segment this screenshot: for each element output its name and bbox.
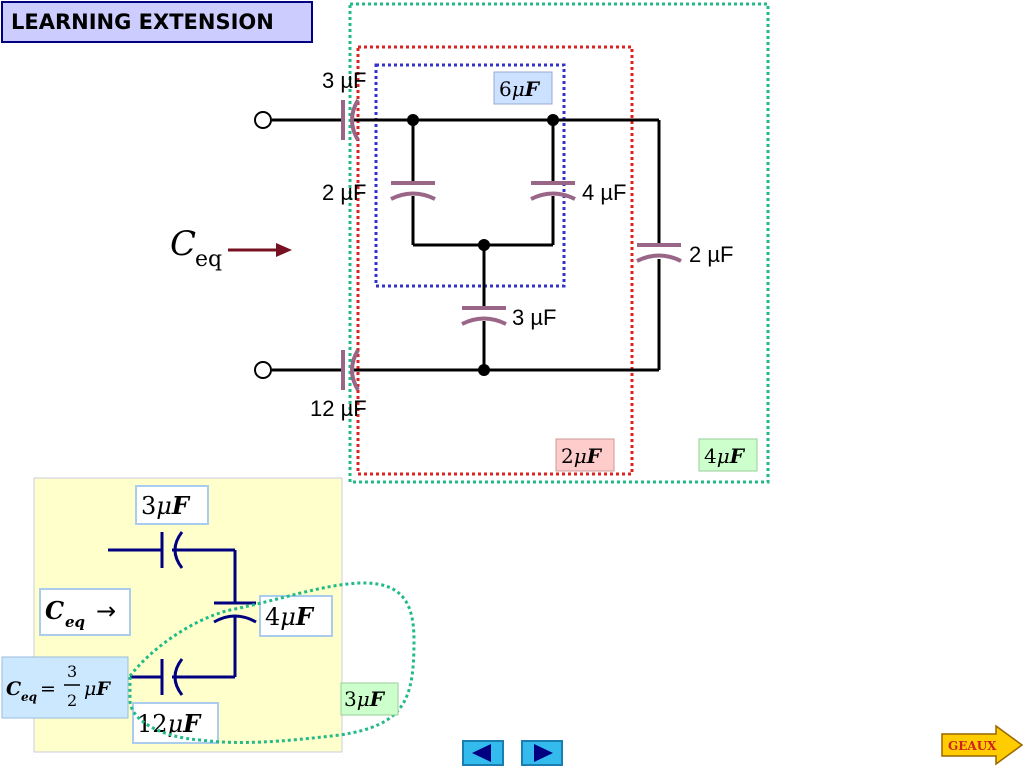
next-slide-button[interactable] xyxy=(521,740,563,766)
red-group-box xyxy=(356,45,634,476)
red-box-value: 2μF xyxy=(555,438,615,472)
ceq-subscript: eq xyxy=(195,247,222,272)
label-2uf-left: 2 µF xyxy=(322,180,366,205)
terminal-top xyxy=(254,111,272,129)
prev-slide-button[interactable] xyxy=(462,740,504,766)
label-3uf-top: 3 µF xyxy=(322,68,366,93)
simplified-cap-3uf-curve xyxy=(173,531,184,569)
green-group-box xyxy=(348,2,770,484)
svg-text:4μF: 4μF xyxy=(265,602,315,631)
triangle-left-icon xyxy=(472,744,491,762)
label-2uf-right: 2 µF xyxy=(689,242,733,267)
svg-text:6μF: 6μF xyxy=(499,77,541,101)
circuit-wires xyxy=(272,118,661,372)
blue-box-value: 6μF xyxy=(493,71,553,105)
label-4uf: 4 µF xyxy=(582,180,626,205)
simplified-cap-4uf-curve xyxy=(213,614,257,624)
series-group-outline xyxy=(128,581,416,744)
svg-text:eq: eq xyxy=(21,690,37,704)
slide-title: LEARNING EXTENSION xyxy=(1,1,313,43)
svg-text:3: 3 xyxy=(67,662,77,681)
capacitor-3uf-mid-curve xyxy=(461,316,507,326)
simplified-label-4uf: 4μF xyxy=(259,595,333,637)
capacitor-4uf-curve xyxy=(530,191,576,201)
geaux-label: GEAUX xyxy=(948,739,997,753)
junction-dots xyxy=(407,114,559,376)
capacitor-2uf-right-curve xyxy=(636,253,682,263)
capacitor-2uf-curve xyxy=(390,191,436,201)
terminal-bottom xyxy=(254,361,272,379)
capacitor-12uf-curve xyxy=(350,348,360,392)
geaux-button[interactable]: GEAUX xyxy=(940,724,1024,770)
simplified-label-12uf: 12μF xyxy=(132,702,219,744)
label-12uf: 12 µF xyxy=(310,396,367,421)
simplified-ceq-label: C eq → xyxy=(39,588,131,636)
svg-text:4μF: 4μF xyxy=(704,444,746,468)
capacitor-3uf-top-curve xyxy=(350,98,360,142)
svg-text:2: 2 xyxy=(67,691,77,710)
simplified-label-3uf: 3μF xyxy=(135,485,209,525)
svg-text:3μF: 3μF xyxy=(344,687,386,711)
svg-text:→: → xyxy=(96,597,116,625)
simplified-cap-12uf-curve xyxy=(173,658,184,696)
svg-text:=: = xyxy=(40,678,56,700)
green-box-value: 4μF xyxy=(698,438,758,472)
result-equation: C eq = 3 2 μF xyxy=(1,656,129,719)
simplified-wires xyxy=(108,531,257,696)
ceq-arrow-head-icon xyxy=(276,243,292,257)
combined-label-3uf: 3μF xyxy=(340,682,399,716)
capacitor-symbols xyxy=(341,98,682,392)
svg-text:eq: eq xyxy=(65,613,85,631)
svg-text:μF: μF xyxy=(84,678,111,700)
triangle-right-icon xyxy=(534,744,553,762)
svg-text:C: C xyxy=(45,596,64,625)
label-3uf-mid: 3 µF xyxy=(512,305,556,330)
geaux-arrow-icon xyxy=(941,724,1024,766)
svg-text:2μF: 2μF xyxy=(561,444,603,468)
svg-text:3μF: 3μF xyxy=(141,491,191,520)
svg-text:C: C xyxy=(6,678,21,700)
ceq-symbol: C xyxy=(170,224,196,264)
